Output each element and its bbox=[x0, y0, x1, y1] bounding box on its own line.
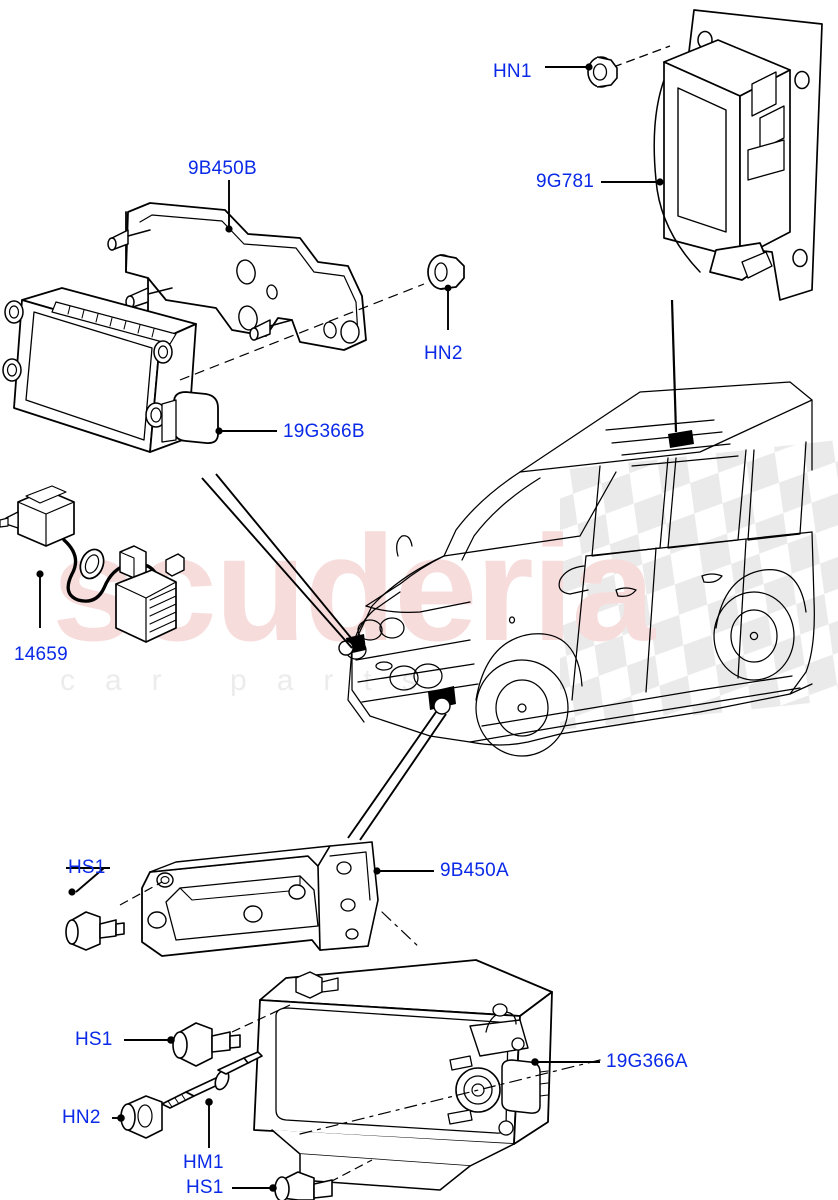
leader-9g781 bbox=[601, 178, 664, 186]
harness-14659 bbox=[0, 485, 185, 643]
nut-hn1 bbox=[587, 45, 671, 88]
leader-9b450a bbox=[373, 867, 434, 875]
nut-hn2-bottom bbox=[112, 1095, 163, 1139]
leader-19g366b bbox=[215, 427, 277, 435]
part-label-hn2-bottom: HN2 bbox=[62, 1107, 101, 1128]
bolt-hs1-upper bbox=[65, 867, 163, 951]
bolt-hs1-lower bbox=[232, 1159, 373, 1200]
part-label-hs1-upper: HS1 bbox=[68, 857, 106, 878]
front-grille-sensor-marker bbox=[201, 473, 366, 656]
roof-antenna-marker bbox=[668, 299, 694, 448]
bracket-9b450b bbox=[107, 202, 367, 351]
sensor-19g366b bbox=[2, 287, 219, 453]
part-label-hs1-mid: HS1 bbox=[75, 1029, 113, 1050]
bolt-hs1-mid bbox=[124, 1004, 291, 1067]
part-label-9b450b: 9B450B bbox=[188, 158, 257, 179]
leader-19g366a bbox=[531, 1058, 600, 1066]
watermark-group: scuderia car parts bbox=[52, 440, 838, 730]
leader-14659 bbox=[36, 570, 44, 628]
leader-hn1 bbox=[545, 63, 593, 71]
part-label-14659: 14659 bbox=[14, 644, 68, 665]
sensor-19g366a bbox=[253, 911, 601, 1191]
range-rover-outline bbox=[345, 381, 815, 757]
module-9g781 bbox=[653, 9, 823, 301]
part-label-hn1: HN1 bbox=[493, 61, 532, 82]
part-label-hs1-lower: HS1 bbox=[186, 1177, 224, 1198]
part-label-hm1: HM1 bbox=[183, 1152, 224, 1173]
part-label-hn2-top: HN2 bbox=[424, 343, 463, 364]
leader-9b450b bbox=[225, 180, 233, 233]
nut-hn2-top bbox=[179, 254, 465, 381]
front-bumper-sensor-marker bbox=[347, 686, 456, 841]
part-label-9g781: 9G781 bbox=[536, 171, 595, 192]
watermark-subtitle: car parts bbox=[60, 664, 447, 697]
part-label-19g366a: 19G366A bbox=[606, 1051, 688, 1072]
part-label-19g366b: 19G366B bbox=[283, 421, 365, 442]
stud-hm1 bbox=[161, 1051, 263, 1148]
part-label-9b450a: 9B450A bbox=[440, 860, 509, 881]
bracket-9b450a bbox=[141, 841, 379, 957]
